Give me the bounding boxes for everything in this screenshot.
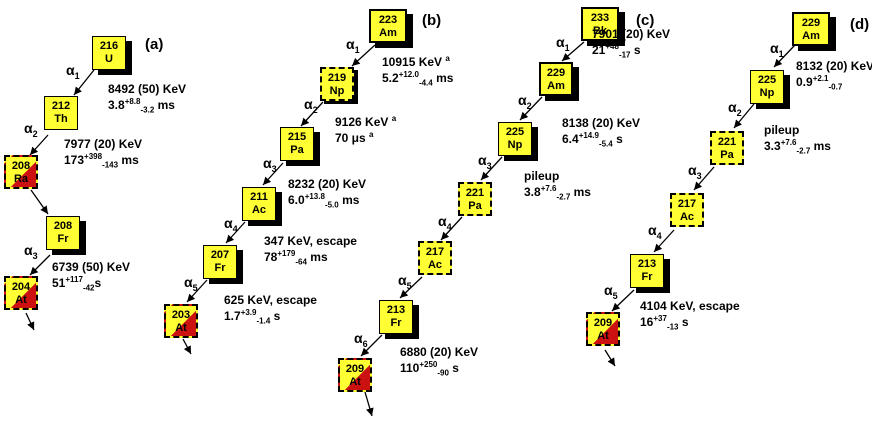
alpha-label: α4	[438, 213, 452, 232]
alpha-label: α1	[556, 34, 570, 53]
alpha-label: α5	[604, 282, 618, 301]
alpha-label: α2	[728, 99, 742, 118]
alpha-label: α3	[24, 242, 38, 261]
alpha-label: α2	[304, 96, 318, 115]
alpha-label: α1	[66, 62, 80, 81]
panel-label-c: (c)	[636, 12, 655, 29]
alpha-label: α2	[24, 120, 38, 139]
alpha-label: α1	[346, 36, 360, 55]
alpha-label: α3	[478, 152, 492, 171]
alpha-label: α3	[688, 162, 702, 181]
alpha-label: α1	[770, 40, 784, 59]
alpha-label: α4	[648, 222, 662, 241]
panel-label-d: (d)	[850, 16, 870, 33]
panel-label-a: (a)	[145, 36, 164, 53]
alpha-label: α5	[398, 272, 412, 291]
alpha-label: α3	[263, 155, 277, 174]
alpha-label: α2	[518, 92, 532, 111]
alpha-label: α5	[184, 274, 198, 293]
alpha-label: α4	[224, 215, 238, 234]
alpha-label: α6	[354, 330, 368, 349]
panel-label-b: (b)	[422, 12, 442, 29]
